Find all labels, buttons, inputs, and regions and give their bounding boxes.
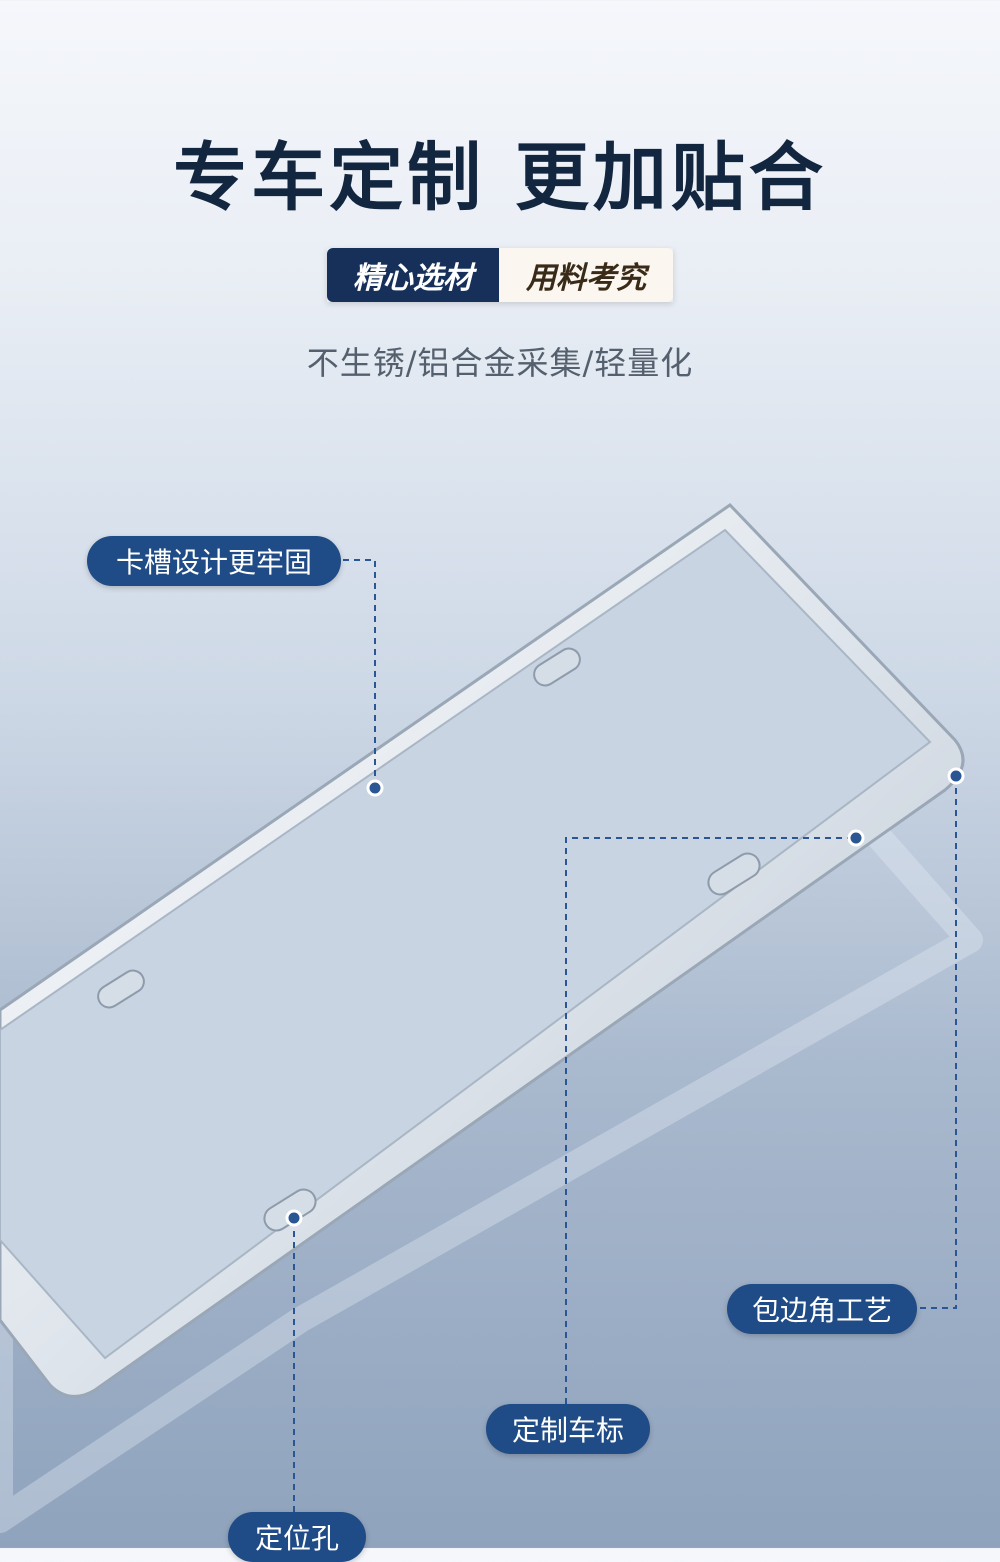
callout-hole-label: 定位孔 [228,1512,366,1562]
feature-tag: 精心选材 用料考究 [327,248,673,302]
dot-edge [947,767,965,785]
page-title: 专车定制 更加贴合 [173,135,827,221]
tag-right: 用料考究 [499,248,673,302]
slot-notches [97,647,761,1232]
callout-slot-label: 卡槽设计更牢固 [87,536,341,586]
callout-dots [285,767,965,1227]
callout-lines [293,559,957,1512]
tag-left: 精心选材 [327,248,499,302]
plate-frame [0,503,965,1398]
material-subtitle: 不生锈/铝合金采集/轻量化 [306,344,694,382]
dot-hole [285,1209,303,1227]
callout-logo-label: 定制车标 [486,1404,650,1454]
dot-slot [366,779,384,797]
dot-logo [847,829,865,847]
callout-edge-label: 包边角工艺 [727,1284,917,1334]
